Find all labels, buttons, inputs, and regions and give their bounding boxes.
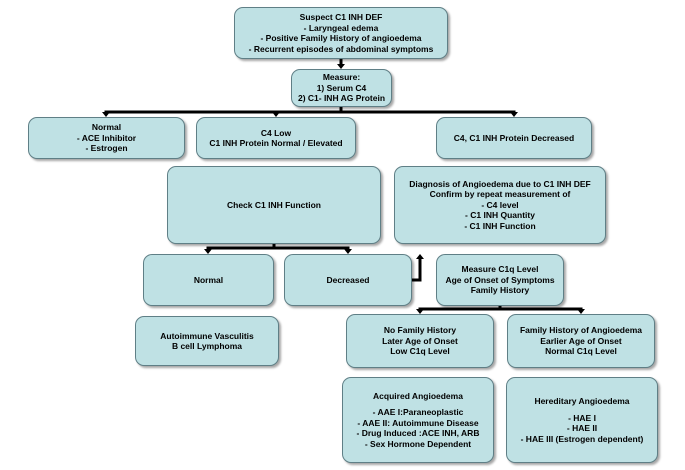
node-text-line: - ACE Inhibitor	[76, 132, 137, 143]
diagnosis-box: Diagnosis of Angioedema due to C1 INH DE…	[394, 166, 606, 244]
node-text-line: Earlier Age of Onset	[540, 335, 622, 346]
arrowhead	[416, 309, 424, 314]
node-text-line: Measure:	[322, 72, 361, 83]
node-text-line: - Sex Hormone Dependent	[364, 438, 472, 449]
node-text-line: Age of Onset of Symptoms	[445, 274, 555, 285]
normal-ace-estrogen-box: Normal- ACE Inhibitor- Estrogen	[28, 117, 185, 159]
check-c1-inh-function-box: Check C1 INH Function	[167, 166, 381, 244]
node-text-line: Family History	[470, 285, 530, 296]
node-text-line: Later Age of Onset	[382, 335, 458, 346]
node-text-line: C1 INH Protein Normal / Elevated	[209, 138, 343, 148]
node-text-line: B cell Lymphoma	[171, 341, 243, 351]
arrowhead	[510, 112, 518, 117]
arrowhead	[577, 309, 585, 314]
node-text-line: Decreased	[326, 274, 370, 285]
node-text-line: Acquired Angioedema	[373, 390, 463, 401]
node-text-line: C4 Low	[260, 127, 292, 138]
arrowhead	[272, 112, 280, 117]
node-text-line: - C1 INH Quantity	[465, 210, 535, 221]
acquired-angioedema-box: Acquired Angioedema - AAE I:Paraneoplasti…	[342, 377, 494, 463]
node-text-line: - Laryngeal edema	[303, 22, 379, 33]
node-text-line: 1) Serum C4	[316, 82, 367, 93]
node-text-line: C4, C1 INH Protein Decreased	[453, 132, 575, 143]
node-text-line: - HAE I	[568, 412, 596, 423]
node-text-line: Normal C1q Level	[545, 346, 617, 357]
node-text-line: Normal	[91, 122, 122, 133]
node-text-line: Measure C1q Level	[461, 264, 539, 275]
node-text-line: Autoimmune Vasculitis	[160, 330, 254, 341]
node-text-line: No Family History	[383, 325, 457, 336]
arrowhead	[204, 249, 212, 254]
node-text-line: Check C1 INH Function	[227, 199, 321, 210]
c4-c1-inh-decreased-box: C4, C1 INH Protein Decreased	[436, 117, 592, 159]
node-text-line: Suspect C1 INH DEF	[299, 12, 383, 22]
node-text-line: - C1 INH Function	[464, 220, 536, 231]
node-text-line: Confirm by repeat measurement of	[429, 189, 571, 200]
node-text-line: - HAE II	[566, 423, 598, 433]
node-text-line: Family History of Angioedema	[519, 325, 642, 336]
node-text-line: Low C1q Level	[390, 346, 450, 357]
node-text-line: Normal	[193, 274, 224, 285]
node-text-line: Diagnosis of Angioedema due to C1 INH DE…	[409, 178, 591, 189]
node-text-line: - HAE III (Estrogen dependent)	[520, 433, 644, 444]
node-text-line: - Recurrent episodes of abdominal sympto…	[248, 43, 434, 54]
node-text-line: 2) C1- INH AG Protein	[297, 93, 386, 104]
node-text-line: - Positive Family History of angioedema	[260, 33, 422, 43]
decreased-function-box: Decreased	[284, 254, 412, 306]
arrowhead-to-diagnosis	[416, 254, 424, 259]
suspect-c1-inh-def-box: Suspect C1 INH DEF- Laryngeal edema- Pos…	[234, 7, 448, 59]
node-text-line: - Drug Induced :ACE INH, ARB	[356, 428, 480, 439]
hereditary-angioedema-box: Hereditary Angioedema - HAE I- HAE II- HA…	[506, 377, 658, 463]
arrowhead-measure	[337, 64, 345, 69]
node-text-line: - Estrogen	[85, 143, 128, 154]
node-text-line: Hereditary Angioedema	[534, 396, 630, 406]
arrowhead	[102, 112, 110, 117]
arrowhead	[344, 249, 352, 254]
normal-function-box: Normal	[143, 254, 274, 306]
node-text-line: - AAE II: Autoimmune Disease	[357, 417, 479, 428]
node-text-line: - AAE I:Paraneoplastic	[372, 407, 464, 418]
node-text-line: - C4 level	[481, 199, 519, 210]
